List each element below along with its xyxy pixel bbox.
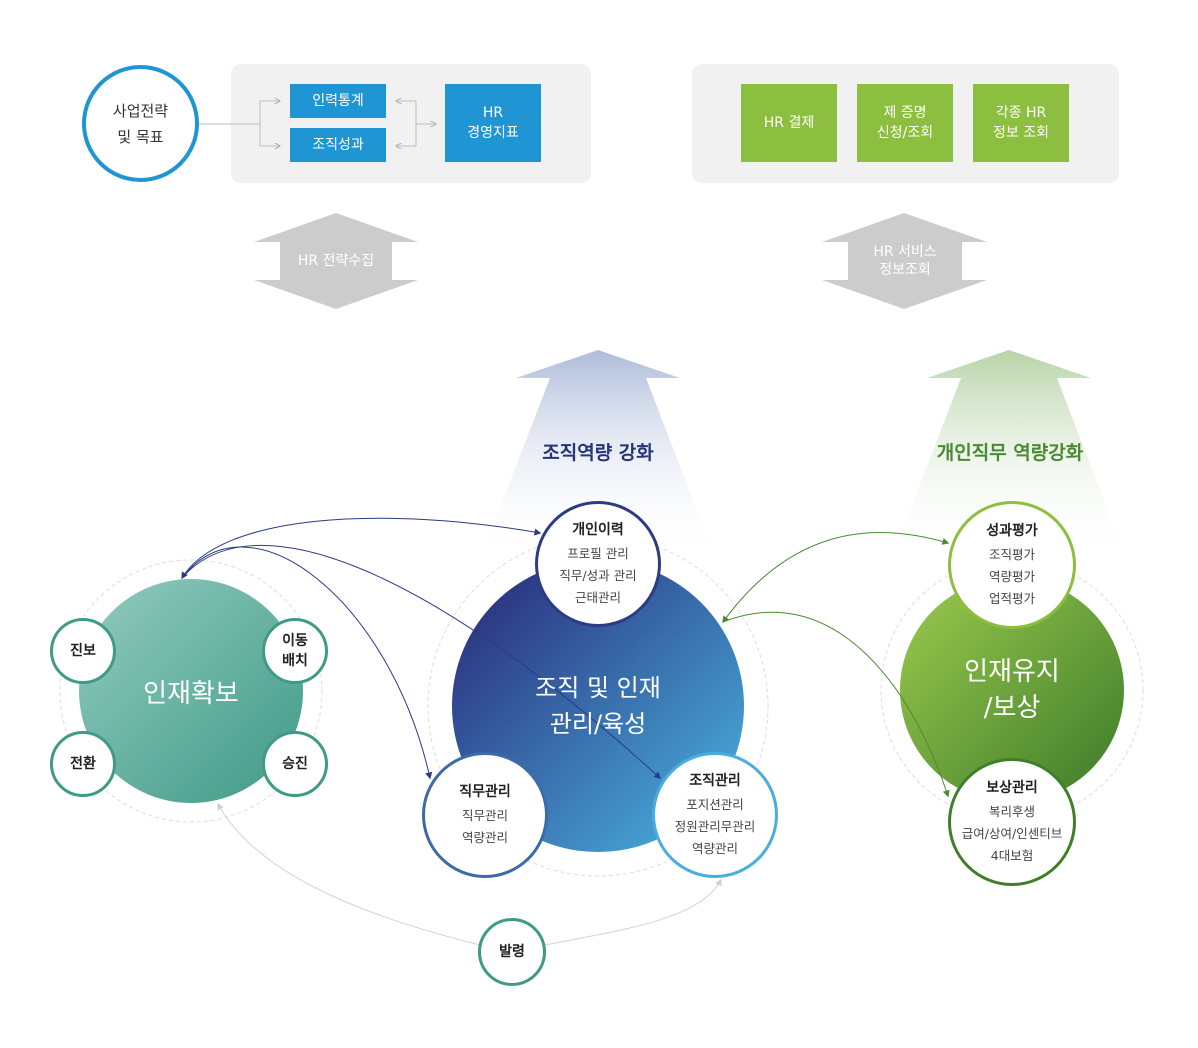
appointment-circle[interactable]: 발령 [478,918,546,986]
personal-history-item: 프로필 관리 [567,546,629,561]
performance-eval-item: 업적평가 [988,591,1035,606]
compensation-title: 보상관리 [986,780,1038,796]
personal-history-item: 직무/성과 관리 [559,568,637,583]
conversion-circle[interactable]: 전환 [50,731,116,797]
performance-eval-circle[interactable]: 성과평가 조직평가 역량평가 업적평가 [948,501,1076,629]
strategy-connectors [199,101,436,146]
retention-title: 인재유지 /보상 [964,657,1060,723]
business-goal-circle: 사업전략 및 목표 [82,65,199,182]
job-management-item: 역량관리 [461,830,508,845]
hr-service-double-arrow [822,213,987,309]
org-management-circle[interactable]: 조직관리 포지션관리 정원관리무관리 역량관리 [652,752,778,878]
org-management-item: 역량관리 [691,841,738,856]
org-management-title: 조직관리 [689,773,741,789]
org-management-item: 정원관리무관리 [674,819,756,834]
performance-eval-title: 성과평가 [986,523,1038,539]
personal-history-circle[interactable]: 개인이력 프로필 관리 직무/성과 관리 근태관리 [535,501,661,627]
personal-history-item: 근태관리 [574,590,621,605]
org-capability-up-arrow [480,350,716,560]
compensation-item: 복리후생 [988,804,1035,819]
org-management-item: 포지션관리 [686,797,744,812]
job-management-circle[interactable]: 직무관리 직무관리 역량관리 [422,752,548,878]
hr-approval-box[interactable]: HR 결제 [741,84,837,162]
retention-circle-bg [900,578,1124,802]
individual-capability-up-arrow [891,350,1127,560]
workforce-stats-box[interactable]: 인력통계 [290,84,386,118]
job-management-title: 직무관리 [459,784,511,800]
talent-acquisition-circle-bg [79,579,303,803]
certificate-box[interactable]: 제 증명 신청/조회 [857,84,953,162]
compensation-item: 급여/상여/인센티브 [961,826,1063,841]
advancement-circle[interactable]: 승진 [262,731,328,797]
compensation-circle[interactable]: 보상관리 복리후생 급여/상여/인센티브 4대보험 [948,758,1076,886]
org-performance-box[interactable]: 조직성과 [290,128,386,162]
hr-strategy-double-arrow [254,213,418,309]
green-connectors [722,532,950,798]
org-capability-label: 조직역량 강화 [542,442,654,464]
personal-history-title: 개인이력 [572,522,624,538]
performance-eval-item: 역량평가 [988,569,1035,584]
transfer-circle[interactable]: 이동 배치 [262,618,328,684]
org-talent-title: 조직 및 인재 관리/육성 [535,674,661,738]
individual-capability-label: 개인직무 역량강화 [936,442,1084,464]
performance-eval-item: 조직평가 [988,547,1035,562]
hr-service-label: HR 서비스 정보조회 [873,244,937,278]
hr-info-box[interactable]: 각종 HR 정보 조회 [973,84,1069,162]
navy-connectors [181,517,662,780]
hr-strategy-label: HR 전략수집 [297,253,375,269]
compensation-item: 4대보험 [990,848,1034,863]
appointment-connectors [217,802,722,946]
hr-index-box[interactable]: HR 경영지표 [445,84,541,162]
promotion-circle[interactable]: 진보 [50,618,116,684]
talent-acquisition-title: 인재확보 [143,678,239,709]
job-management-item: 직무관리 [461,808,508,823]
